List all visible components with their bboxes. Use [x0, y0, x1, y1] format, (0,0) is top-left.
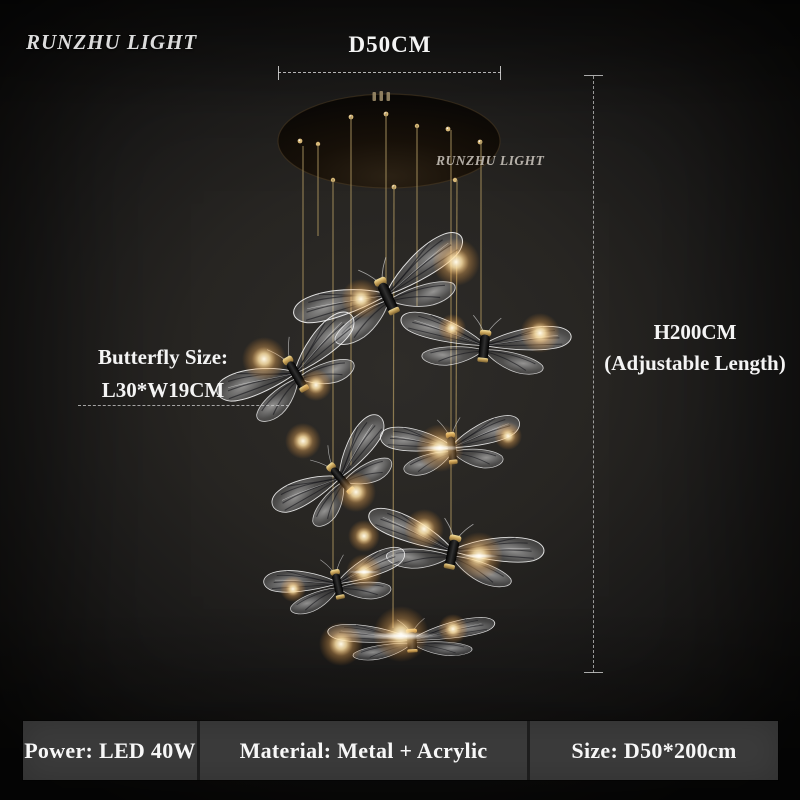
dimension-dashed-line: [278, 72, 501, 73]
spec-material-label: Material: Metal + Acrylic: [239, 737, 488, 763]
dimension-tick-left: [278, 66, 279, 80]
butterfly-size-label: Butterfly Size: L30*W19CM: [63, 341, 263, 407]
butterfly-size-line1: Butterfly Size:: [97, 345, 229, 369]
height-label: H200CM (Adjustable Length): [596, 317, 794, 379]
brand-watermark: RUNZHU LIGHT: [436, 153, 545, 168]
height-line2: (Adjustable Length): [604, 351, 786, 375]
height-dimension-line: [593, 76, 594, 673]
spec-size-label: Size: D50*200cm: [571, 737, 737, 763]
dimension-tick-right: [500, 66, 501, 80]
height-tick-bottom: [584, 672, 603, 673]
spec-divider-2: [527, 721, 530, 780]
ceiling-canopy: [277, 91, 501, 190]
diameter-dimension-line: [278, 66, 501, 80]
height-tick-top: [584, 75, 603, 76]
diameter-label: D50CM: [348, 32, 432, 57]
brand-logo: RUNZHU LIGHT: [26, 30, 198, 54]
spec-power-label: Power: LED 40W: [24, 737, 196, 763]
butterfly-size-line2: L30*W19CM: [101, 378, 225, 402]
wire-attachment-dots: [297, 111, 483, 190]
height-line1: H200CM: [653, 320, 737, 344]
spec-bar: Power: LED 40W Material: Metal + Acrylic…: [23, 721, 778, 780]
butterfly-size-leader-line: [78, 405, 289, 406]
canopy-vent-marks: [372, 91, 390, 101]
spec-divider-1: [197, 721, 200, 780]
led-glows: [242, 238, 560, 666]
